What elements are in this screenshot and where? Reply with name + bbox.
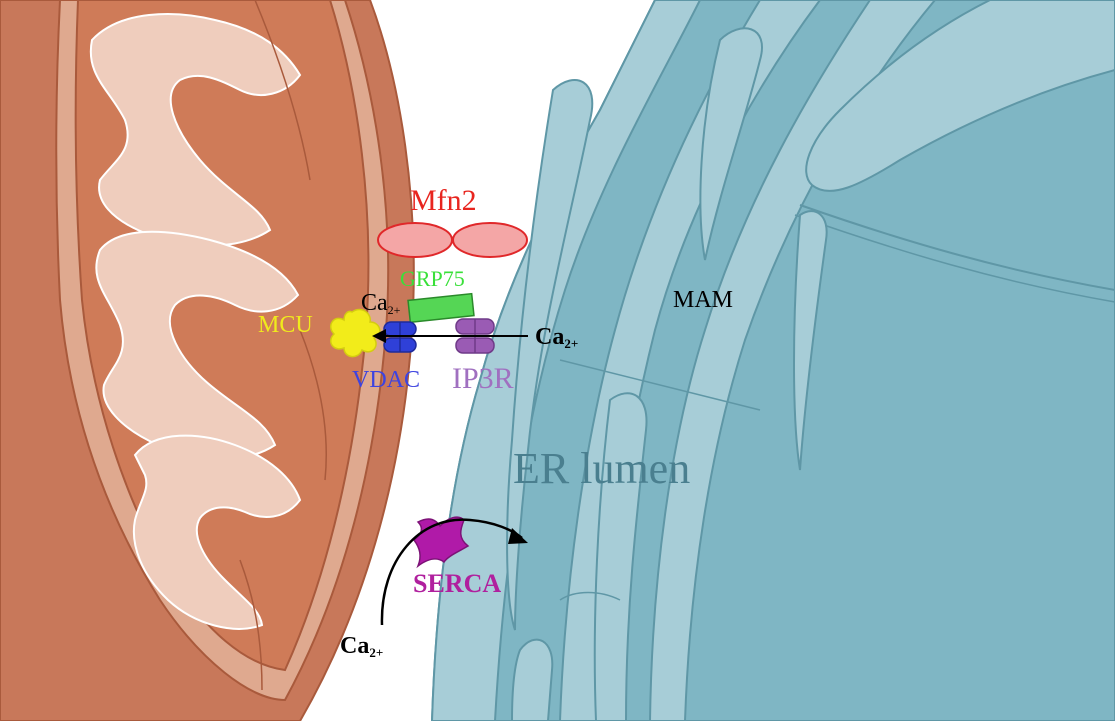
label-grp75: GRP75	[400, 266, 465, 291]
label-mcu: MCU	[258, 312, 313, 338]
grp75-protein	[408, 294, 474, 323]
mfn2-right-ellipse	[453, 223, 527, 257]
label-er-lumen: ER lumen	[513, 444, 690, 493]
label-ca-bottom: Ca2+	[340, 633, 383, 660]
label-ip3r: IP3R	[452, 362, 514, 395]
endoplasmic-reticulum	[432, 0, 1115, 721]
label-vdac: VDAC	[352, 367, 420, 393]
label-serca: SERCA	[413, 569, 501, 598]
label-mam: MAM	[673, 287, 733, 313]
mfn2-protein	[378, 223, 527, 257]
mitochondrion	[0, 0, 414, 721]
mfn2-left-ellipse	[378, 223, 452, 257]
label-mfn2: Mfn2	[410, 184, 477, 217]
